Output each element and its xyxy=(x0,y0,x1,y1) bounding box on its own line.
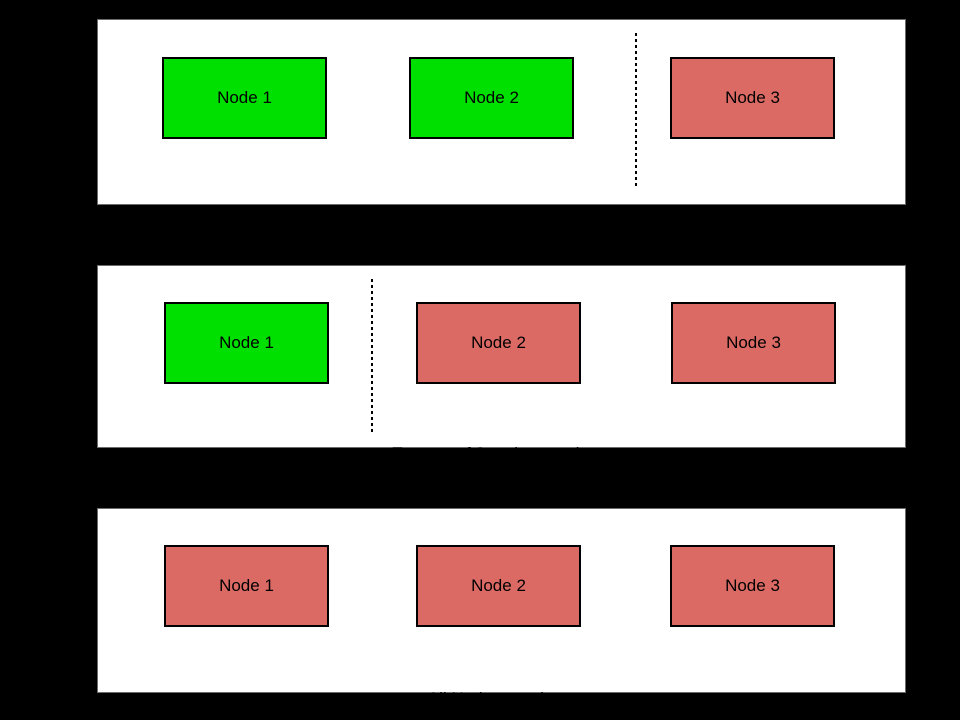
node-label: Node 2 xyxy=(471,333,526,352)
node-box-3: Node 3 xyxy=(671,302,836,384)
node-box-2: Node 2 xyxy=(416,302,581,384)
partition-divider-line xyxy=(371,279,373,434)
scenario-panel-majority-up: Node 1 Node 2 Node 3 Two out of 3 nodes … xyxy=(97,19,906,287)
node-label: Node 2 xyxy=(471,576,526,595)
node-box-1: Node 1 xyxy=(164,545,329,627)
node-box-1: Node 1 xyxy=(164,302,329,384)
partition-divider-line xyxy=(635,33,637,187)
node-label: Node 3 xyxy=(725,576,780,595)
caption-line-1: Two out of 3 nodes are up xyxy=(403,202,600,221)
scenario-panel-all-down: Node 1 Node 2 Node 3 All Nodes are down … xyxy=(97,508,906,708)
node-label: Node 3 xyxy=(725,88,780,107)
scenario-panel-majority-down: Node 1 Node 2 Node 3 Two out of 3 nodes … xyxy=(97,265,906,529)
node-box-2: Node 2 xyxy=(416,545,581,627)
node-label: Node 1 xyxy=(219,333,274,352)
caption-line-1: All Nodes are down xyxy=(427,689,576,708)
node-label: Node 2 xyxy=(464,88,519,107)
node-label: Node 1 xyxy=(217,88,272,107)
node-box-3: Node 3 xyxy=(670,57,835,139)
panel-caption: All Nodes are down Majority Fails & Clus… xyxy=(98,644,905,720)
node-label: Node 3 xyxy=(726,333,781,352)
caption-line-1: Two out of 3 nodes are down xyxy=(392,444,611,463)
node-box-1: Node 1 xyxy=(162,57,327,139)
node-label: Node 1 xyxy=(219,576,274,595)
node-box-3: Node 3 xyxy=(670,545,835,627)
node-box-2: Node 2 xyxy=(409,57,574,139)
